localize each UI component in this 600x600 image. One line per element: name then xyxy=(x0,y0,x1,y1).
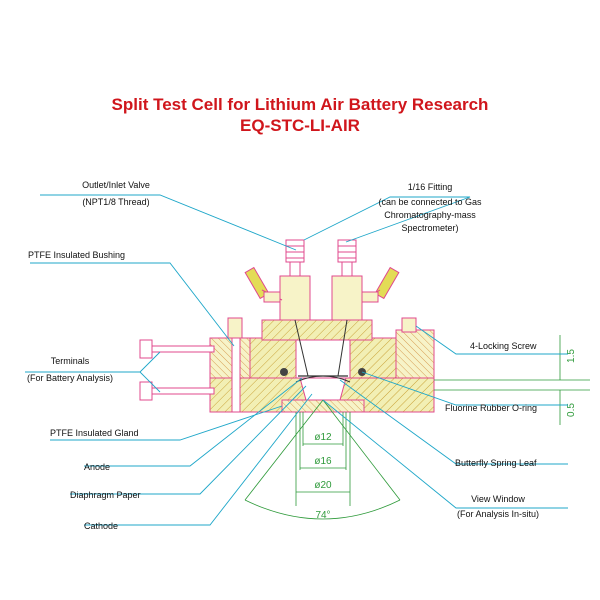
right-bolt-head xyxy=(401,317,417,333)
label-outlet-valve: Outlet/Inlet Valve xyxy=(82,180,150,190)
label-outlet-valve-thread: (NPT1/8 Thread) xyxy=(82,197,149,207)
left-valve-body xyxy=(279,275,311,321)
label-view-window-note: (For Analysis In-situ) xyxy=(457,509,539,519)
label-fitting-note-3: Spectrometer) xyxy=(401,223,458,233)
dimension-lines xyxy=(244,335,590,520)
dim-d16: ø16 xyxy=(314,456,332,467)
label-ptfe-gland: PTFE Insulated Gland xyxy=(50,428,139,438)
terminal-pin-upper xyxy=(149,345,215,353)
label-oring: Fluorine Rubber O-ring xyxy=(445,403,537,413)
diagram-model: EQ-STC-LI-AIR xyxy=(240,116,360,135)
right-valve-stem xyxy=(341,261,353,277)
oring-left xyxy=(280,368,288,376)
label-terminals: Terminals xyxy=(51,356,90,366)
terminal-head-upper xyxy=(139,339,153,359)
label-anode: Anode xyxy=(84,462,110,472)
label-terminals-note: (For Battery Analysis) xyxy=(27,373,113,383)
label-fitting-note-2: Chromatography-mass xyxy=(384,210,476,220)
dim-h15: 1.5 xyxy=(566,349,577,363)
left-bolt-head xyxy=(227,317,243,339)
terminal-rod xyxy=(231,337,241,413)
label-view-window: View Window xyxy=(471,494,525,504)
diagram-title: Split Test Cell for Lithium Air Battery … xyxy=(112,95,489,114)
right-locking-block xyxy=(395,329,435,379)
left-terminal-block xyxy=(209,337,251,379)
label-fitting-note-1: (can be connected to Gas xyxy=(378,197,482,207)
top-cap xyxy=(261,319,373,341)
label-ptfe-bushing: PTFE Insulated Bushing xyxy=(28,250,125,260)
window-recess xyxy=(299,377,347,401)
right-valve-knob xyxy=(374,266,400,300)
left-valve-stem xyxy=(289,261,301,277)
label-locking-screw: 4-Locking Screw xyxy=(470,341,537,351)
left-fitting xyxy=(285,239,305,263)
label-diaphragm: Diaphragm Paper xyxy=(70,490,141,500)
dim-h05: 0.5 xyxy=(566,403,577,417)
dim-d20: ø20 xyxy=(314,480,332,491)
terminal-head-lower xyxy=(139,381,153,401)
label-fitting: 1/16 Fitting xyxy=(408,182,453,192)
label-cathode: Cathode xyxy=(84,521,118,531)
left-valve-handle-base xyxy=(263,291,281,303)
right-valve-body xyxy=(331,275,363,321)
label-butterfly-spring: Butterfly Spring Leaf xyxy=(455,458,537,468)
dim-angle: 74° xyxy=(315,510,330,521)
leader-lines xyxy=(25,194,568,526)
cell-drawing xyxy=(139,239,435,413)
right-fitting xyxy=(337,239,357,263)
lower-gland xyxy=(281,399,365,413)
butterfly-spring xyxy=(295,375,351,383)
right-valve-handle-base xyxy=(361,291,379,303)
dim-d12: ø12 xyxy=(314,432,332,443)
